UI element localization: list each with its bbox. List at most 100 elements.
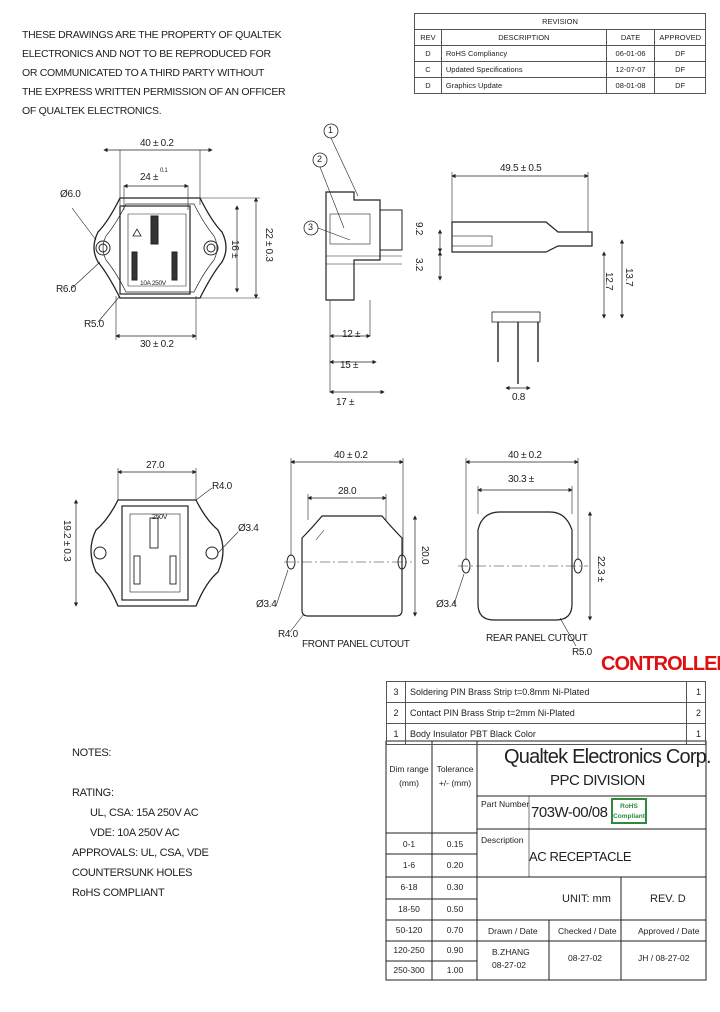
dim-front-24: 24 ± xyxy=(140,172,159,183)
title-block-frame xyxy=(385,740,707,981)
bom-row: 1 Body Insulator PBT Black Color 1 xyxy=(386,723,706,745)
rear-panel-cutout xyxy=(453,458,593,647)
bom-desc: Soldering PIN Brass Strip t=0.8mm Ni-Pla… xyxy=(405,681,687,703)
note-line: UL, CSA: 15A 250V AC xyxy=(90,807,199,819)
dim-right-49-5: 49.5 ± 0.5 xyxy=(500,163,542,174)
back-view xyxy=(73,468,239,607)
notice-line: OR COMMUNICATED TO A THIRD PARTY WITHOUT xyxy=(22,67,265,79)
notice-line: THE EXPRESS WRITTEN PERMISSION OF AN OFF… xyxy=(22,86,286,98)
dim-h-16: 16 ± xyxy=(229,240,240,259)
notice-line: ELECTRONICS AND NOT TO BE REPRODUCED FOR xyxy=(22,48,271,60)
revision-row: D RoHS Compliancy 06-01-06 DF xyxy=(414,45,706,62)
rev-approved: DF xyxy=(654,77,706,94)
note-line: VDE: 10A 250V AC xyxy=(90,827,180,839)
front-panel-cutout xyxy=(275,458,418,633)
tol-range: 250-300 xyxy=(393,965,425,975)
bom-item: 2 xyxy=(386,702,406,724)
dim-r5: R5.0 xyxy=(84,319,104,330)
bom-qty: 2 xyxy=(686,702,706,724)
note-line: APPROVALS: UL, CSA, VDE xyxy=(72,847,209,859)
description-label: Description xyxy=(481,835,524,845)
callout-2: 2 xyxy=(317,154,322,164)
bom-desc: Contact PIN Brass Strip t=2mm Ni-Plated xyxy=(405,702,687,724)
revision-table: REVISION REV DESCRIPTION DATE APPROVED D… xyxy=(414,13,706,94)
dim-right-0-8: 0.8 xyxy=(512,392,526,403)
notice-line: OF QUALTEK ELECTRONICS. xyxy=(22,105,162,117)
dim-r6: R6.0 xyxy=(56,284,76,295)
drawn-by: B.ZHANG xyxy=(492,947,530,957)
dim-side-15: 15 ± xyxy=(340,360,359,371)
dim-front-40: 40 ± 0.2 xyxy=(140,138,174,149)
front-view xyxy=(71,147,260,340)
rev-desc: Graphics Update xyxy=(440,77,607,94)
approved-label: Approved / Date xyxy=(638,926,700,936)
note-line: COUNTERSUNK HOLES xyxy=(72,867,193,879)
description: AC RECEPTACLE xyxy=(529,849,632,864)
tol-value: 0.70 xyxy=(446,925,464,935)
note-line: RATING: xyxy=(72,787,114,799)
tol-value: 0.20 xyxy=(446,860,464,870)
dim-front-24-tol: 0.1 xyxy=(160,168,168,174)
dim-back-r4: R4.0 xyxy=(212,481,232,492)
bom-qty: 1 xyxy=(686,723,706,745)
drawn-date: 08-27-02 xyxy=(492,960,527,970)
dim-fpc-r4: R4.0 xyxy=(278,629,298,640)
tol-value: 0.30 xyxy=(446,882,464,892)
dim-h-22: 22 ± 0.3 xyxy=(263,228,274,262)
division: PPC DIVISION xyxy=(550,772,645,789)
callout-1: 1 xyxy=(328,125,333,135)
bill-of-materials: 3 Soldering PIN Brass Strip t=0.8mm Ni-P… xyxy=(386,681,706,745)
dim-right-3-2: 3.2 xyxy=(413,258,424,272)
side-view xyxy=(303,123,403,395)
back-mark: 250V xyxy=(152,514,168,521)
tolerance-head-dim: Dim range (mm) xyxy=(389,764,429,788)
tol-value: 0.50 xyxy=(446,904,464,914)
tol-range: 0-1 xyxy=(402,839,416,849)
rating-mark: 10A 250V xyxy=(140,280,166,287)
rohs-badge: RoHS Compliant xyxy=(611,798,647,824)
part-number: 703W-00/08 xyxy=(531,804,608,821)
bom-qty: 1 xyxy=(686,681,706,703)
bom-desc: Body Insulator PBT Black Color xyxy=(405,723,687,745)
revision-level: REV. D xyxy=(650,893,686,905)
tol-value: 0.15 xyxy=(446,839,464,849)
dim-rpc-r5: R5.0 xyxy=(572,647,592,658)
dim-fpc-40: 40 ± 0.2 xyxy=(334,450,368,461)
dim-back-27: 27.0 xyxy=(146,460,165,471)
dim-back-d34: Ø3.4 xyxy=(238,523,259,534)
dim-side-12: 12 ± xyxy=(342,329,361,340)
part-number-label: Part Number xyxy=(481,799,530,809)
tol-value: 0.90 xyxy=(446,945,464,955)
note-line: RoHS COMPLIANT xyxy=(72,887,165,899)
dim-front-30: 30 ± 0.2 xyxy=(140,339,174,350)
tol-value: 1.00 xyxy=(446,965,464,975)
dim-fpc-28: 28.0 xyxy=(338,486,357,497)
dim-right-9-2: 9.2 xyxy=(413,222,424,236)
notes: NOTES: RATING: UL, CSA: 15A 250V AC VDE:… xyxy=(72,743,209,903)
dim-right-13-7: 13.7 xyxy=(623,268,634,287)
bom-item: 1 xyxy=(386,723,406,745)
unit: UNIT: mm xyxy=(562,893,611,905)
notes-title: NOTES: xyxy=(72,747,112,759)
dim-right-12-7: 12.7 xyxy=(603,272,614,291)
right-view xyxy=(437,172,625,391)
dim-back-19-2: 19.2 ± 0.3 xyxy=(61,520,72,562)
revision-row: D Graphics Update 08-01-08 DF xyxy=(414,77,706,94)
company-name: Qualtek Electronics Corp. xyxy=(504,746,712,768)
checked-date: 08-27-02 xyxy=(568,953,603,963)
dim-rpc-30-3: 30.3 ± xyxy=(508,474,534,485)
tol-range: 6-18 xyxy=(400,882,418,892)
rpc-label: REAR PANEL CUTOUT xyxy=(486,633,588,644)
bom-item: 3 xyxy=(386,681,406,703)
controlled-stamp: CONTROLLED xyxy=(601,653,720,675)
bom-row: 3 Soldering PIN Brass Strip t=0.8mm Ni-P… xyxy=(386,681,706,703)
fpc-label: FRONT PANEL CUTOUT xyxy=(302,639,410,650)
notice-line: THESE DRAWINGS ARE THE PROPERTY OF QUALT… xyxy=(22,29,282,41)
property-notice: THESE DRAWINGS ARE THE PROPERTY OF QUALT… xyxy=(22,26,286,121)
dim-fpc-20: 20.0 xyxy=(419,546,430,565)
dim-fpc-d34: Ø3.4 xyxy=(256,599,277,610)
dim-rpc-40: 40 ± 0.2 xyxy=(508,450,542,461)
dim-side-17: 17 ± xyxy=(336,397,355,408)
dim-d6: Ø6.0 xyxy=(60,189,81,200)
